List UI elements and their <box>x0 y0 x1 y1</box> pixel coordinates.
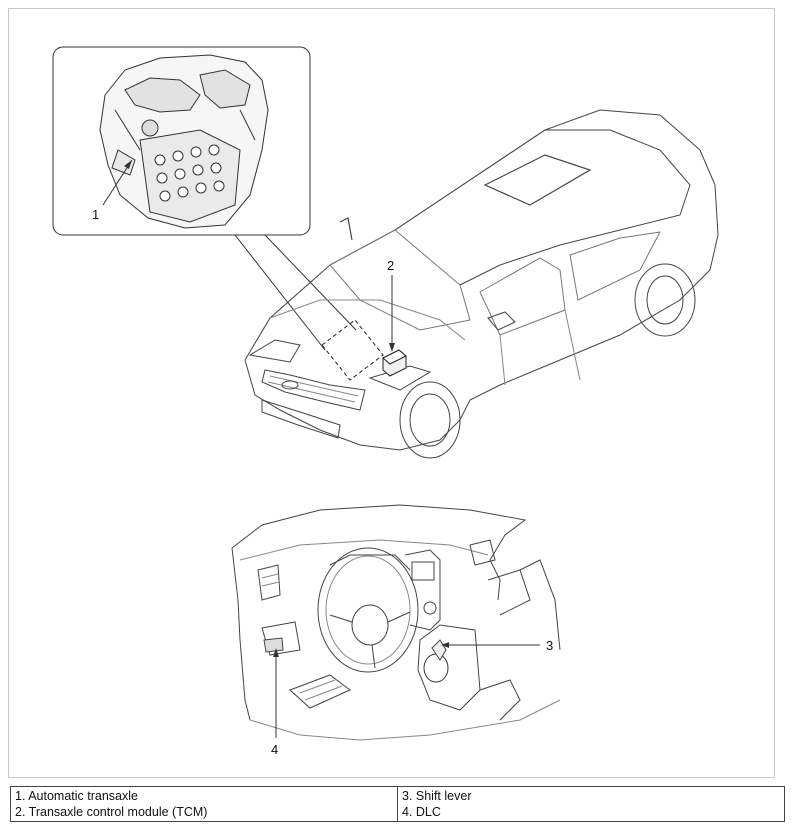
car-illustration <box>244 109 719 459</box>
callout-4-label: 4 <box>271 742 278 757</box>
legend-cell-left: 1. Automatic transaxle 2. Transaxle cont… <box>10 786 398 822</box>
legend-item-3: 3. Shift lever <box>402 789 472 803</box>
legend-item-1: 1. Automatic transaxle <box>15 789 138 803</box>
legend-item-4: 4. DLC <box>402 805 441 819</box>
legend-cell-right: 3. Shift lever 4. DLC <box>397 786 785 822</box>
callout-1-label: 1 <box>92 207 99 222</box>
diagram-artwork: 1 <box>52 46 719 757</box>
callout-3-label: 3 <box>546 638 553 653</box>
legend-row: 1. Automatic transaxle 2. Transaxle cont… <box>10 786 785 822</box>
legend-table: 1. Automatic transaxle 2. Transaxle cont… <box>10 786 785 822</box>
callout-2: 2 <box>387 258 395 352</box>
legend-item-2: 2. Transaxle control module (TCM) <box>15 805 208 819</box>
callout-1: 1 <box>92 159 133 222</box>
callout-2-label: 2 <box>387 258 394 273</box>
interior-illustration <box>231 504 561 741</box>
transaxle-illustration <box>99 54 269 229</box>
transaxle-location-marker <box>321 319 384 381</box>
callout-3: 3 <box>441 638 553 653</box>
callout-4: 4 <box>271 648 279 757</box>
tcm-module <box>382 349 407 377</box>
